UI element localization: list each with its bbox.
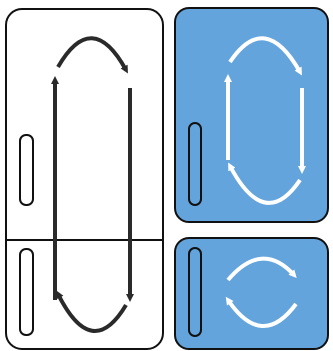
blue-upper-panel — [174, 7, 329, 223]
white-fridge-panel — [5, 8, 164, 350]
curved-arrow-icon — [56, 36, 128, 74]
curved-arrow-icon — [225, 296, 298, 328]
curved-arrow-icon — [228, 162, 302, 205]
blue-lower-panel — [174, 237, 329, 350]
handle-icon — [188, 247, 202, 337]
curved-arrow-icon — [56, 290, 128, 333]
handle-icon — [19, 248, 34, 336]
blue-lower-body — [174, 237, 329, 350]
white-fridge-body — [5, 8, 164, 350]
blue-upper-body — [174, 7, 329, 223]
curved-arrow-icon — [228, 36, 302, 76]
curved-arrow-icon — [226, 256, 297, 282]
handle-icon — [19, 134, 34, 206]
handle-icon — [188, 122, 202, 206]
